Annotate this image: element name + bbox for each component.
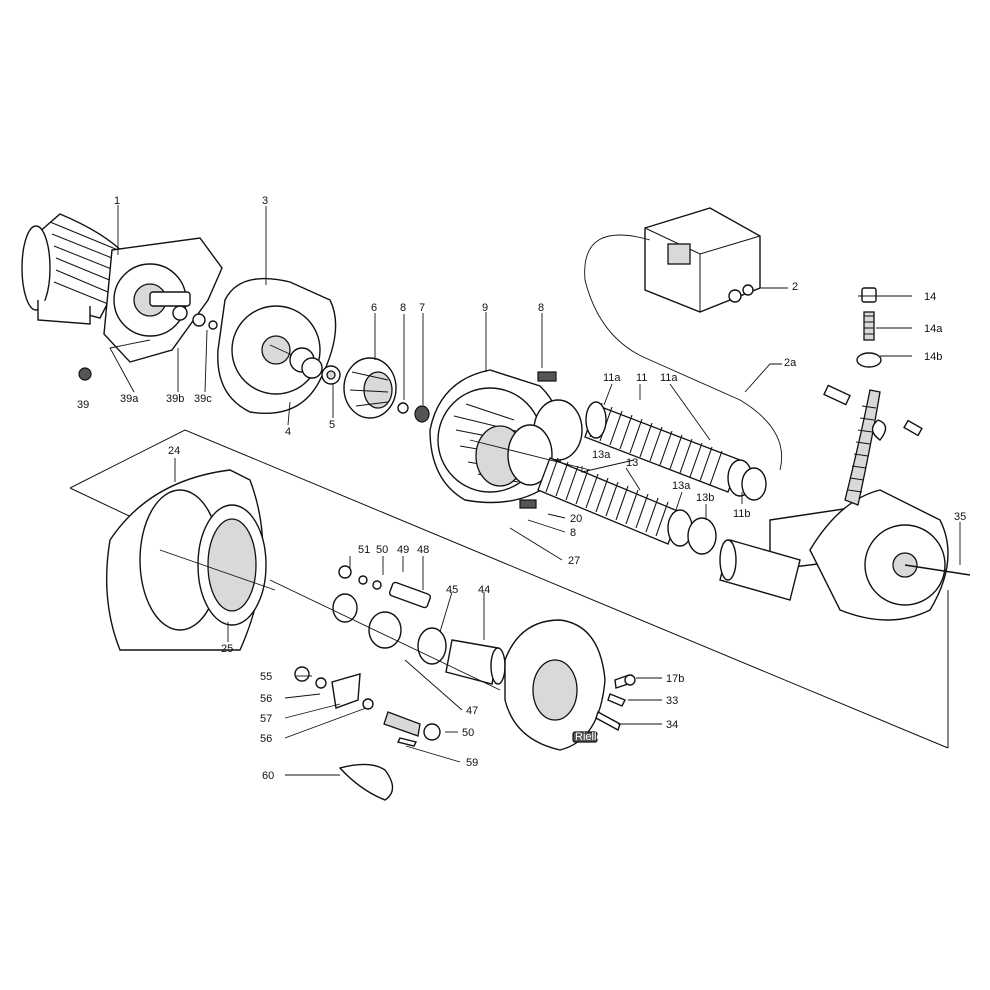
control-box bbox=[584, 207, 783, 471]
label-part-9: 9 bbox=[482, 302, 488, 314]
label-part-13a-right: 13a bbox=[672, 480, 691, 492]
label-part-20: 20 bbox=[570, 513, 582, 525]
label-part-49: 49 bbox=[397, 544, 409, 556]
label-part-8-top: 8 bbox=[400, 302, 406, 314]
part-labels: 1 2 2a 3 4 5 6 7 8 8 8 9 11 11a 11a 11b … bbox=[77, 195, 966, 782]
label-part-14: 14 bbox=[924, 291, 936, 303]
label-part-39c: 39c bbox=[194, 393, 212, 405]
brand-plate-text: Riello bbox=[575, 731, 603, 743]
label-part-11: 11 bbox=[636, 372, 647, 384]
label-part-3: 3 bbox=[262, 195, 268, 207]
label-part-33: 33 bbox=[666, 695, 678, 707]
label-part-50-top: 50 bbox=[376, 544, 388, 556]
label-part-13b: 13b bbox=[696, 492, 714, 504]
label-part-50-bottom: 50 bbox=[462, 727, 474, 739]
label-part-11a-left: 11a bbox=[603, 372, 621, 384]
pump-impeller bbox=[343, 357, 430, 423]
label-part-24: 24 bbox=[168, 445, 180, 457]
label-part-27: 27 bbox=[568, 555, 580, 567]
electric-motor bbox=[21, 213, 223, 381]
label-part-1: 1 bbox=[114, 195, 120, 207]
lower-air-hose bbox=[537, 457, 717, 555]
fan-housing bbox=[429, 369, 583, 509]
label-part-25: 25 bbox=[221, 643, 233, 655]
label-part-6: 6 bbox=[371, 302, 377, 314]
label-part-5: 5 bbox=[329, 419, 335, 431]
label-part-11a-right: 11a bbox=[660, 372, 678, 384]
label-part-11b: 11b bbox=[733, 508, 751, 520]
label-part-55: 55 bbox=[260, 671, 272, 683]
burner-head bbox=[719, 384, 971, 621]
label-part-47: 47 bbox=[466, 705, 478, 717]
label-part-17b: 17b bbox=[666, 673, 684, 685]
electrode-fittings bbox=[856, 287, 923, 437]
label-part-45: 45 bbox=[446, 584, 458, 596]
label-part-39a: 39a bbox=[120, 393, 139, 405]
label-part-59: 59 bbox=[466, 757, 478, 769]
label-part-13: 13 bbox=[626, 457, 638, 469]
label-part-34: 34 bbox=[666, 719, 678, 731]
label-part-13a-left: 13a bbox=[592, 449, 611, 461]
label-part-8-right: 8 bbox=[538, 302, 544, 314]
label-part-39: 39 bbox=[77, 399, 89, 411]
label-part-2a: 2a bbox=[784, 357, 797, 369]
pump-body-plate bbox=[217, 277, 341, 414]
label-part-35: 35 bbox=[954, 511, 966, 523]
label-part-4: 4 bbox=[285, 426, 291, 438]
label-part-60: 60 bbox=[262, 770, 274, 782]
mounting-flange bbox=[105, 469, 267, 651]
label-part-14b: 14b bbox=[924, 351, 942, 363]
upper-air-hose bbox=[584, 401, 767, 501]
label-part-14a: 14a bbox=[924, 323, 943, 335]
label-part-2: 2 bbox=[792, 281, 798, 293]
label-part-7: 7 bbox=[419, 302, 425, 314]
leader-lines bbox=[109, 205, 961, 776]
label-part-51: 51 bbox=[358, 544, 370, 556]
assembly-axis-lines bbox=[159, 344, 591, 691]
label-part-8-lower: 8 bbox=[570, 527, 576, 539]
label-part-56-top: 56 bbox=[260, 693, 272, 705]
cover-plate: Riello bbox=[504, 619, 636, 751]
label-part-56-bottom: 56 bbox=[260, 733, 272, 745]
label-part-48: 48 bbox=[417, 544, 429, 556]
label-part-39b: 39b bbox=[166, 393, 184, 405]
label-part-44: 44 bbox=[478, 584, 490, 596]
label-part-57: 57 bbox=[260, 713, 272, 725]
